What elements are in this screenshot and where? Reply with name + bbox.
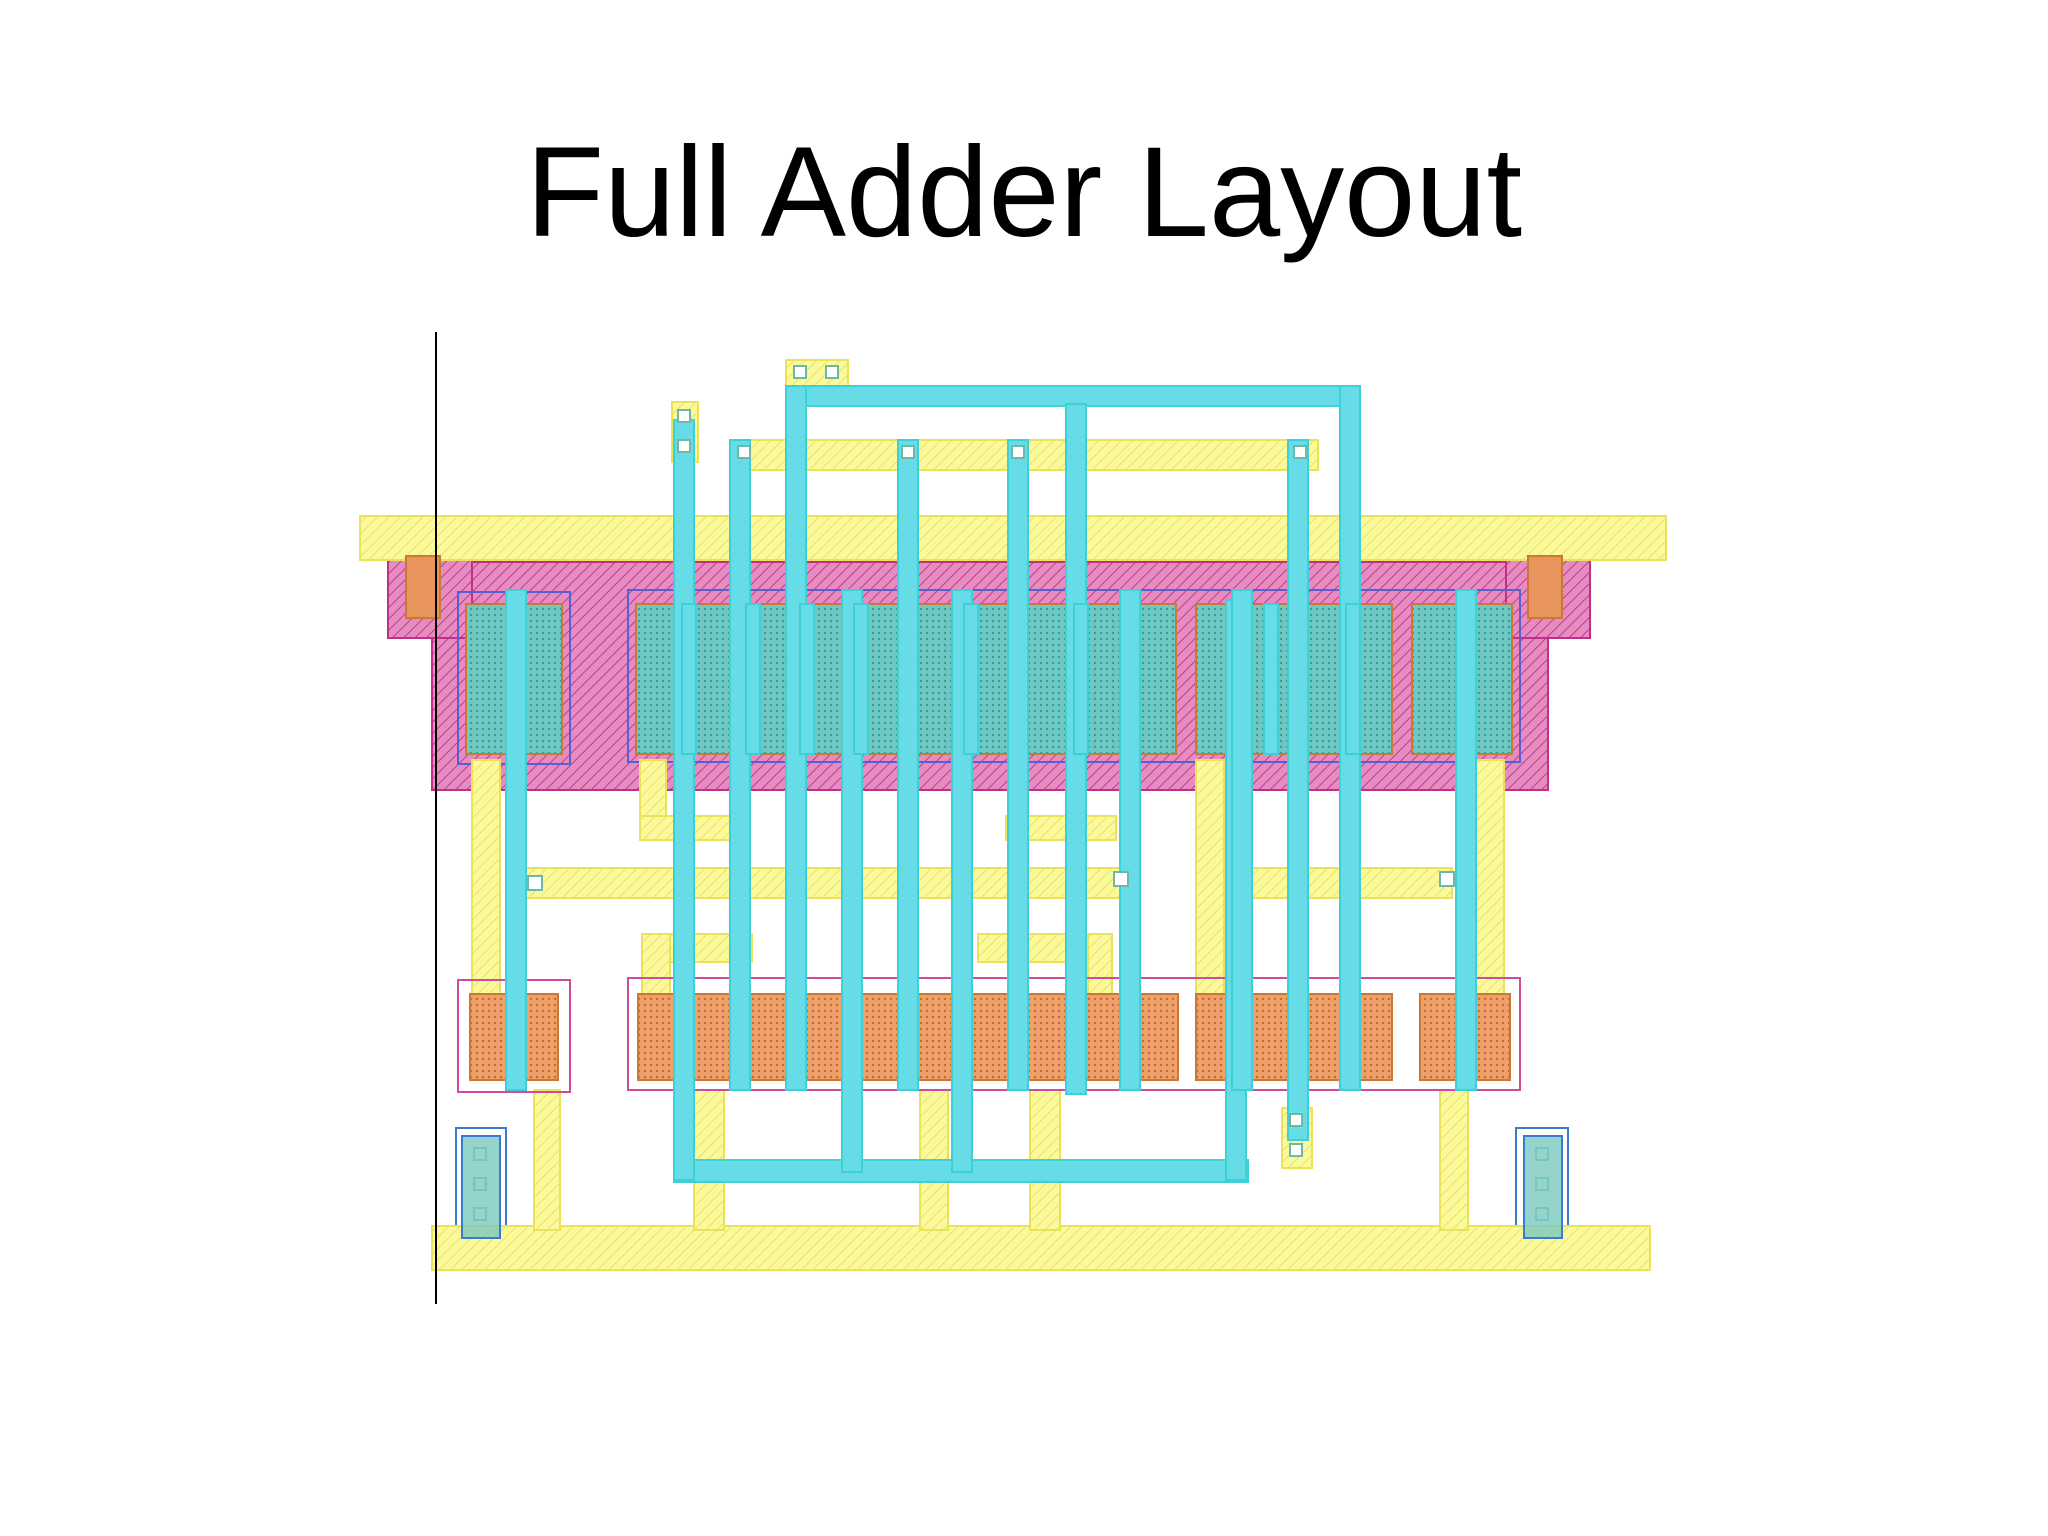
via-mid-3 bbox=[1439, 871, 1455, 887]
via-mid-2 bbox=[1113, 871, 1129, 887]
via-bottom-2 bbox=[1289, 1143, 1303, 1157]
via-bus-1 bbox=[737, 445, 751, 459]
m2-vert-e bbox=[1119, 589, 1141, 1091]
m1-strap-6 bbox=[1087, 933, 1113, 995]
via-bus-2 bbox=[901, 445, 915, 459]
m2-gate-5 bbox=[963, 603, 979, 755]
m1-vert-left-1 bbox=[471, 759, 501, 1001]
m1-vert-g bbox=[1475, 759, 1505, 1001]
slide-title: Full Adder Layout bbox=[525, 121, 1523, 264]
gnd-rail bbox=[431, 1225, 1651, 1271]
m2-vert-g bbox=[1455, 589, 1477, 1091]
m2-gate-4 bbox=[853, 603, 869, 755]
m2-gate-8 bbox=[1345, 603, 1361, 755]
m2-vert-c bbox=[897, 439, 919, 1091]
via-bus-3 bbox=[1011, 445, 1025, 459]
gnd-tap-right-well bbox=[1523, 1135, 1563, 1239]
metal2-layer bbox=[505, 385, 1477, 1183]
via-mid-1 bbox=[527, 875, 543, 891]
vdd-tap-right-well bbox=[1527, 555, 1563, 619]
via-left-top-a bbox=[677, 409, 691, 423]
via-bus-4 bbox=[1293, 445, 1307, 459]
m2-gate-3 bbox=[799, 603, 815, 755]
m2-gate-1 bbox=[681, 603, 697, 755]
m2-vert-b bbox=[729, 439, 751, 1091]
m2-vert-d bbox=[1007, 439, 1029, 1091]
m2-vert-a bbox=[505, 589, 527, 1091]
m1-mid-bus-left bbox=[519, 867, 1121, 899]
contact-layer bbox=[417, 365, 1553, 1221]
substrate-taps bbox=[405, 555, 1563, 1239]
m2-gate-7 bbox=[1263, 603, 1279, 755]
m2-vert-f bbox=[1287, 439, 1309, 1141]
m2-bottom-loop-left bbox=[673, 419, 695, 1181]
via-left-top-b bbox=[677, 439, 691, 453]
m1-mid-bus-right bbox=[1223, 867, 1453, 899]
via-top-b bbox=[825, 365, 839, 379]
via-bottom-1 bbox=[1289, 1113, 1303, 1127]
m2-gate-6 bbox=[1073, 603, 1089, 755]
m1-vert-left-2 bbox=[533, 1089, 561, 1231]
m2-vert-h bbox=[1231, 589, 1253, 1091]
via-top-a bbox=[793, 365, 807, 379]
m1-vert-e bbox=[1195, 759, 1225, 1001]
vdd-tap-left-well bbox=[405, 555, 441, 619]
m1-vert-f bbox=[1439, 1089, 1469, 1231]
gnd-tap-left-well bbox=[461, 1135, 501, 1239]
m1-strap-5 bbox=[641, 933, 671, 995]
m2-gate-2 bbox=[745, 603, 761, 755]
